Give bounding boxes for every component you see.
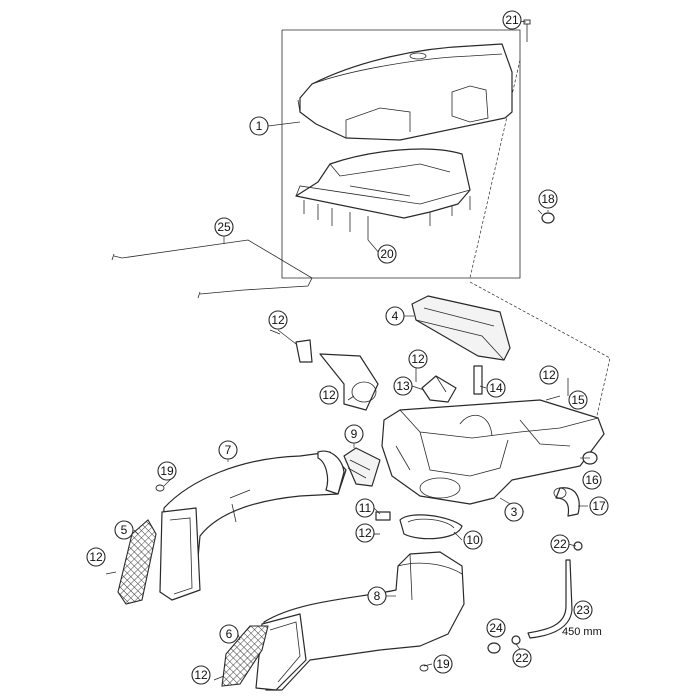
callout-16: 16 <box>582 470 602 490</box>
callout-14: 14 <box>486 378 506 398</box>
part-lid-support-frame <box>295 148 471 219</box>
part-airbox-body <box>381 399 605 505</box>
svg-text:12: 12 <box>271 313 285 327</box>
part-elbow-17 <box>553 487 580 517</box>
svg-text:22: 22 <box>553 537 567 551</box>
callout-19-b: 19 <box>433 654 453 674</box>
svg-text:12: 12 <box>358 526 372 540</box>
part-clip-11 <box>375 511 391 521</box>
callout-12-g: 12 <box>191 665 211 685</box>
svg-text:22: 22 <box>515 651 529 665</box>
svg-text:7: 7 <box>225 443 232 457</box>
callout-4: 4 <box>385 306 405 326</box>
part-mesh-grille-6 <box>221 625 269 687</box>
part-clamp-22-lower <box>511 635 521 645</box>
svg-text:4: 4 <box>392 309 399 323</box>
callout-12-e: 12 <box>539 365 559 385</box>
part-rubber-boot-9 <box>343 447 381 487</box>
svg-text:15: 15 <box>571 393 585 407</box>
part-clamp-18 <box>537 209 555 224</box>
frame-to-airbox-dashed-line <box>469 281 611 421</box>
svg-text:20: 20 <box>380 247 394 261</box>
callout-5: 5 <box>114 520 134 540</box>
part-seal-ring-10 <box>399 514 463 540</box>
misc-screws <box>105 329 569 681</box>
callout-17: 17 <box>589 496 609 516</box>
lid-assembly-frame <box>281 29 521 279</box>
callout-10: 10 <box>463 530 483 550</box>
svg-text:10: 10 <box>466 533 480 547</box>
part-hose-23 <box>527 559 573 639</box>
svg-text:16: 16 <box>585 473 599 487</box>
callout-23: 23 <box>573 600 593 620</box>
callout-18: 18 <box>538 189 558 209</box>
callout-7: 7 <box>218 440 238 460</box>
callout-8: 8 <box>367 586 387 606</box>
svg-text:13: 13 <box>396 379 410 393</box>
callout-22-a: 22 <box>550 534 570 554</box>
callout-11: 11 <box>355 498 375 518</box>
part-mesh-grille-5 <box>117 519 157 605</box>
callout-25: 25 <box>214 217 234 237</box>
callout-12-d: 12 <box>355 523 375 543</box>
svg-text:19: 19 <box>436 657 450 671</box>
svg-text:5: 5 <box>121 523 128 537</box>
part-intake-duct-upper <box>159 450 347 601</box>
svg-text:19: 19 <box>160 464 174 478</box>
svg-text:11: 11 <box>359 501 372 515</box>
callout-12-c: 12 <box>319 385 339 405</box>
hose-length-label: 450 mm <box>562 626 602 638</box>
part-wire-25 <box>111 239 313 299</box>
svg-text:9: 9 <box>351 427 358 441</box>
svg-text:6: 6 <box>226 627 233 641</box>
svg-text:17: 17 <box>592 499 606 513</box>
svg-text:23: 23 <box>576 603 590 617</box>
svg-text:12: 12 <box>411 352 425 366</box>
part-clamp-22-upper <box>573 541 583 551</box>
part-air-filter <box>411 295 511 361</box>
svg-text:24: 24 <box>489 621 503 635</box>
callout-12-b: 12 <box>408 349 428 369</box>
lid-frame-screws <box>303 196 471 240</box>
part-bracket-13 <box>421 375 457 403</box>
part-plug-24 <box>487 642 501 654</box>
svg-text:21: 21 <box>505 13 519 27</box>
callout-15: 15 <box>568 390 588 410</box>
callout-3: 3 <box>504 502 524 522</box>
svg-text:12: 12 <box>542 368 556 382</box>
svg-text:12: 12 <box>89 550 103 564</box>
callout-24: 24 <box>486 618 506 638</box>
svg-text:12: 12 <box>322 388 336 402</box>
svg-text:12: 12 <box>194 668 208 682</box>
callout-12-f: 12 <box>86 547 106 567</box>
callout-1: 1 <box>249 116 269 136</box>
svg-text:3: 3 <box>511 505 518 519</box>
svg-text:18: 18 <box>541 192 555 206</box>
part-hose-bracket <box>277 329 379 411</box>
svg-text:25: 25 <box>217 220 231 234</box>
part-screw-21 <box>523 19 531 42</box>
callout-6: 6 <box>219 624 239 644</box>
callout-13: 13 <box>393 376 413 396</box>
part-airbox-lid <box>297 43 513 141</box>
callout-21: 21 <box>502 10 522 30</box>
part-14 <box>473 365 483 395</box>
callout-20: 20 <box>377 244 397 264</box>
callout-22-b: 22 <box>512 648 532 668</box>
callout-9: 9 <box>344 424 364 444</box>
callout-19-a: 19 <box>157 461 177 481</box>
svg-text:1: 1 <box>256 119 263 133</box>
svg-text:14: 14 <box>489 381 503 395</box>
part-intake-duct-lower <box>255 551 465 691</box>
svg-text:8: 8 <box>374 589 381 603</box>
callout-12-a: 12 <box>268 310 288 330</box>
